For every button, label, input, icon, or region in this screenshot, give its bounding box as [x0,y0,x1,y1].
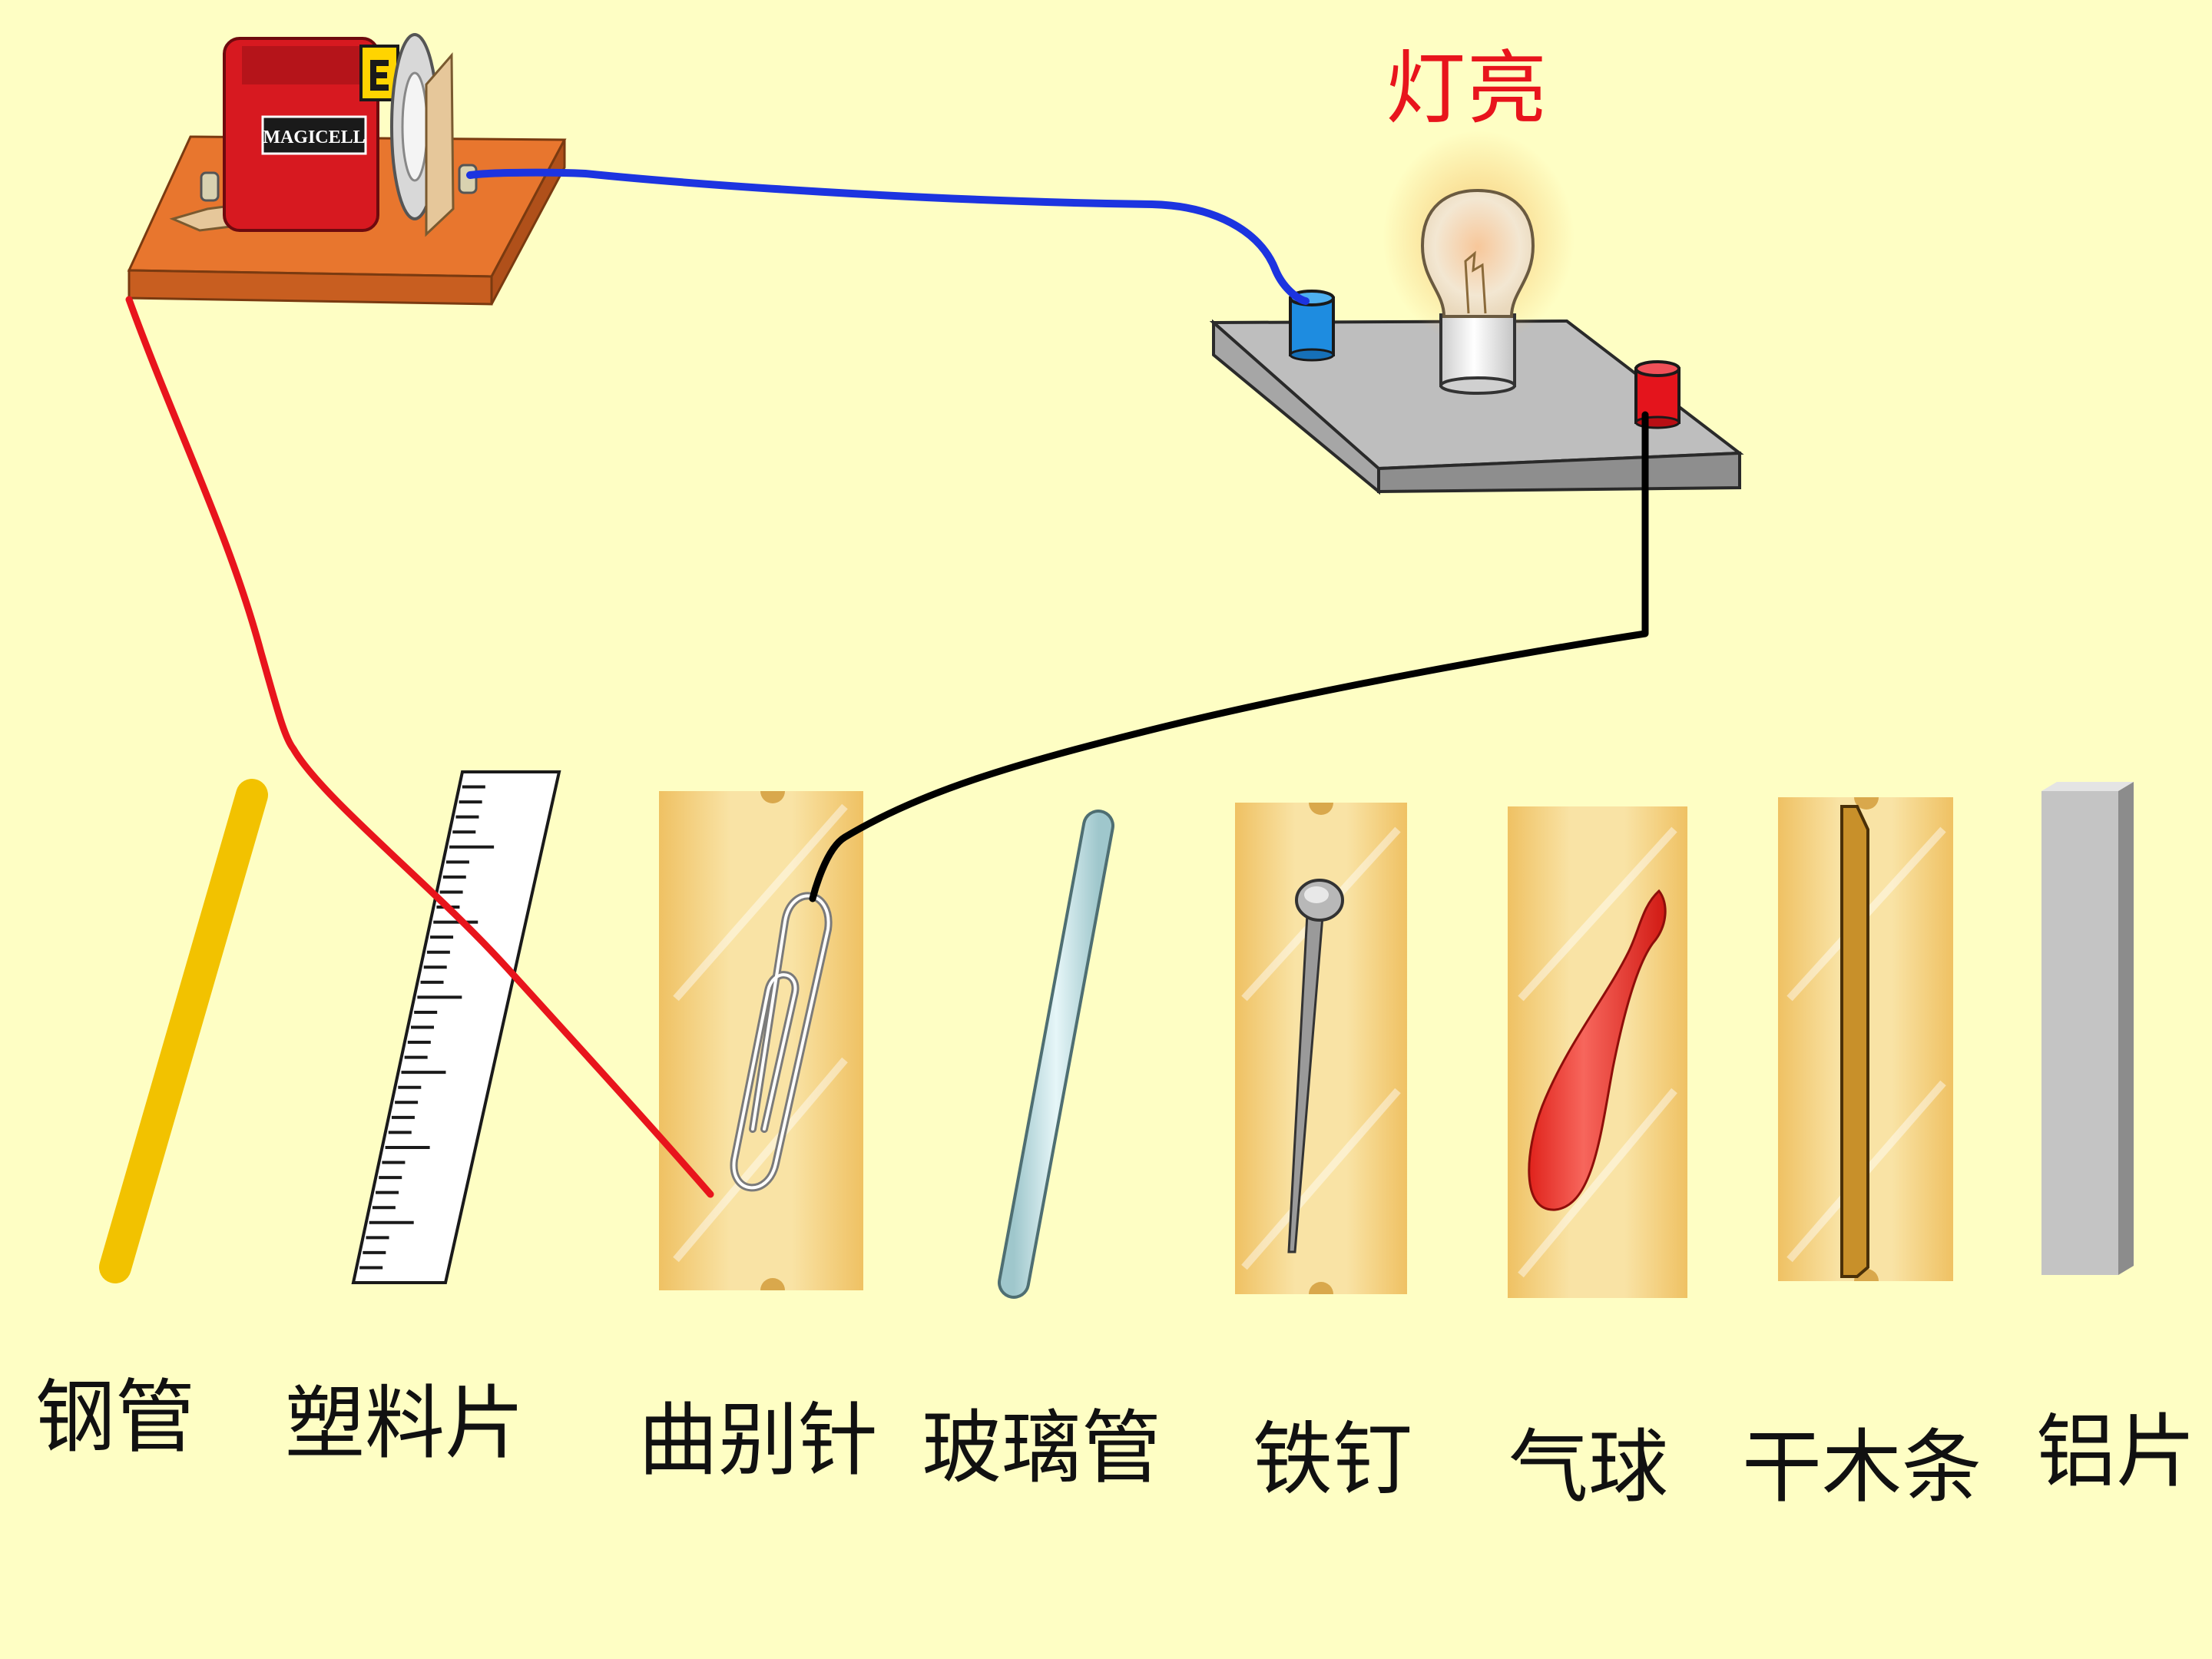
wire-blue [466,168,1310,305]
lamp-holder [1209,131,1744,495]
wire-red [125,296,714,1198]
battery-holder: MAGICELL [127,33,567,306]
battery-brand-label: MAGICELL [263,127,365,147]
battery-label-band [261,115,367,155]
label-balloon: 气球 [1508,1420,1668,1514]
steel-tube [99,779,268,1283]
battery-right-clip [425,52,455,237]
iron-nail-card [1235,803,1407,1294]
bulb-icon [1420,188,1535,318]
label-plastic-sheet: 塑料片 [284,1376,525,1470]
label-aluminium-sheet: 铝片 [2035,1405,2196,1498]
battery-base-side [490,139,566,305]
glass-tube [998,810,1114,1299]
battery-terminal-left [200,171,220,202]
bulb-filament [1464,250,1487,314]
wood-strip [1840,805,1869,1278]
label-paper-clip: 曲别针 [637,1393,878,1487]
battery-base-front [127,269,493,306]
label-dry-wood-strip: 干木条 [1741,1420,1982,1514]
aluminium-sheet [2041,782,2134,1275]
paper-clip-card [659,791,863,1290]
lamp-socket [1439,313,1516,387]
label-iron-nail: 铁钉 [1252,1412,1412,1506]
battery-terminal-right [458,164,478,194]
balloon [1528,889,1667,1211]
wood-strip-card [1778,797,1953,1281]
lamp-base-side [1212,319,1380,495]
label-steel-tube: 钢管 [35,1370,195,1464]
wire-black [809,411,1649,902]
balloon-card [1508,806,1687,1298]
label-glass-tube: 玻璃管 [921,1401,1161,1495]
lamp-status-label: 灯亮 [1385,41,1548,135]
